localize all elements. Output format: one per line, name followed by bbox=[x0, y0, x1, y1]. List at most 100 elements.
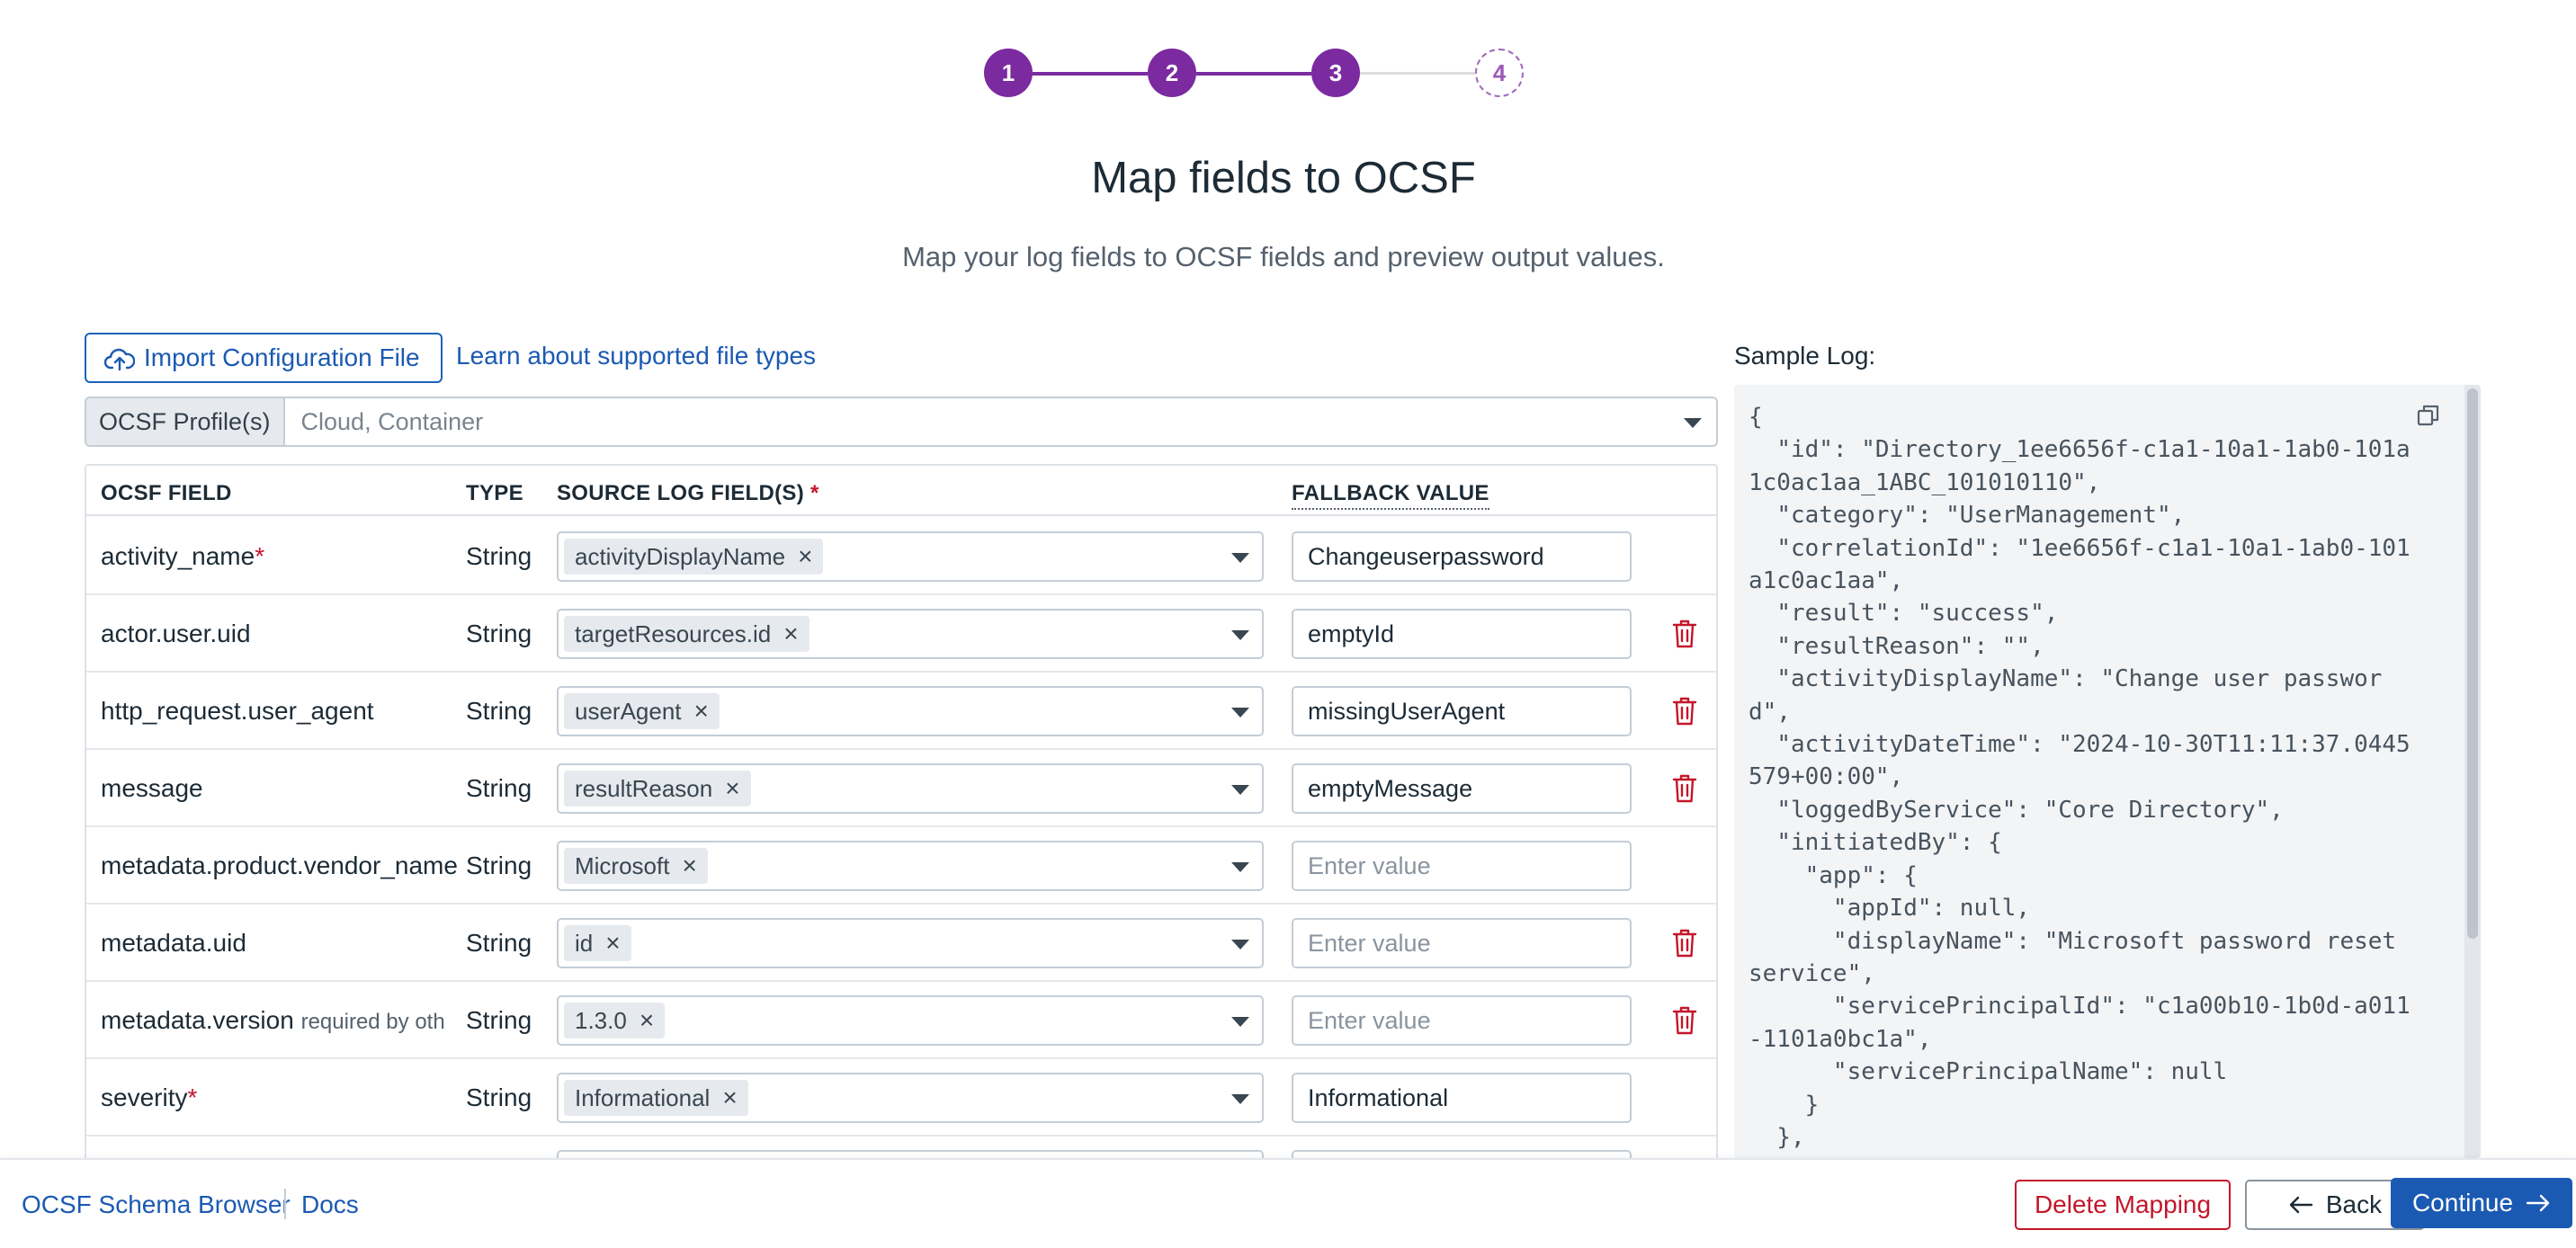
source-field-select[interactable]: Microsoft× bbox=[557, 841, 1264, 891]
ocsf-field-cell: actor.user.uid bbox=[101, 620, 459, 648]
trash-icon[interactable] bbox=[1671, 696, 1698, 727]
source-field-chip-label: resultReason bbox=[575, 774, 713, 802]
fallback-value-input[interactable]: Changeuserpassword bbox=[1292, 531, 1632, 582]
fallback-value-input[interactable]: Enter value bbox=[1292, 995, 1632, 1046]
required-marker: * bbox=[255, 542, 265, 570]
step-4-number: 4 bbox=[1492, 58, 1507, 86]
field-type: String bbox=[466, 1083, 532, 1111]
mapping-table: OCSF FIELD TYPE SOURCE LOG FIELD(S) * FA… bbox=[85, 464, 1718, 1158]
source-field-chip-label: activityDisplayName bbox=[575, 542, 786, 570]
sample-log-panel[interactable]: { "id": "Directory_1ee6656f-c1a1-10a1-1a… bbox=[1734, 385, 2481, 1158]
chevron-down-icon[interactable] bbox=[1231, 1017, 1249, 1027]
close-icon[interactable]: × bbox=[682, 851, 697, 879]
field-type: String bbox=[466, 774, 532, 802]
source-field-select[interactable]: targetResources.id × bbox=[557, 609, 1264, 659]
chevron-down-icon[interactable] bbox=[1231, 940, 1249, 949]
fallback-value-input[interactable]: emptyId bbox=[1292, 609, 1632, 659]
source-field-select[interactable]: id × bbox=[557, 918, 1264, 968]
learn-file-types-link[interactable]: Learn about supported file types bbox=[456, 342, 817, 370]
chevron-down-icon[interactable] bbox=[1231, 1094, 1249, 1104]
source-field-chip: 1.3.0 × bbox=[564, 1003, 666, 1039]
ocsf-field-name: message bbox=[101, 774, 203, 802]
close-icon[interactable]: × bbox=[798, 542, 813, 570]
source-field-chip: activityDisplayName × bbox=[564, 539, 824, 575]
step-4: 4 bbox=[1475, 49, 1524, 97]
step-1: 1 bbox=[984, 49, 1033, 97]
delete-mapping-button[interactable]: Delete Mapping bbox=[2015, 1180, 2231, 1230]
header-fallback-value[interactable]: FALLBACK VALUE bbox=[1292, 481, 1489, 510]
source-field-chip-label: targetResources.id bbox=[575, 620, 772, 647]
step-connector-3 bbox=[1360, 72, 1475, 75]
ocsf-field-name: metadata.version bbox=[101, 1006, 294, 1034]
chevron-down-icon[interactable] bbox=[1231, 630, 1249, 640]
source-field-chip: resultReason × bbox=[564, 771, 751, 807]
field-type: String bbox=[466, 620, 532, 647]
trash-icon[interactable] bbox=[1671, 619, 1698, 649]
source-field-chip-label: 1.3.0 bbox=[575, 1006, 627, 1034]
footer-bar: OCSF Schema Browser Docs Delete Mapping … bbox=[0, 1158, 2576, 1248]
chevron-down-icon[interactable] bbox=[1231, 785, 1249, 795]
required-marker: * bbox=[187, 1083, 198, 1111]
scrollbar-thumb[interactable] bbox=[2467, 388, 2478, 939]
source-field-chip-label: userAgent bbox=[575, 697, 682, 725]
sample-log-scrollbar[interactable] bbox=[2464, 385, 2481, 1158]
source-field-select[interactable]: Informational× bbox=[557, 1073, 1264, 1123]
required-marker: * bbox=[810, 481, 819, 505]
ocsf-profile-select[interactable]: OCSF Profile(s) Cloud, Container bbox=[85, 397, 1718, 447]
ocsf-field-name: activity_name bbox=[101, 542, 255, 570]
source-field-select[interactable]: userAgent × bbox=[557, 686, 1264, 736]
fallback-value-input[interactable]: Enter value bbox=[1292, 918, 1632, 968]
fallback-value-input[interactable]: Informational bbox=[1292, 1073, 1632, 1123]
field-type: String bbox=[466, 929, 532, 957]
continue-button-label: Continue bbox=[2411, 1189, 2514, 1217]
import-config-button[interactable]: Import Configuration File bbox=[85, 333, 443, 383]
fallback-value-input[interactable] bbox=[1292, 1150, 1632, 1158]
close-icon[interactable]: × bbox=[605, 929, 621, 957]
docs-link[interactable]: Docs bbox=[301, 1190, 359, 1218]
source-field-select[interactable]: 1.3.0 × bbox=[557, 995, 1264, 1046]
ocsf-field-name: metadata.uid bbox=[101, 929, 246, 957]
ocsf-schema-browser-link[interactable]: OCSF Schema Browser bbox=[22, 1190, 291, 1218]
source-field-select[interactable] bbox=[557, 1150, 1264, 1158]
chevron-down-icon[interactable] bbox=[1231, 708, 1249, 718]
fallback-value-input[interactable]: Enter value bbox=[1292, 841, 1632, 891]
continue-button[interactable]: Continue bbox=[2391, 1178, 2572, 1228]
step-connector-1 bbox=[1033, 72, 1148, 76]
header-source-label: SOURCE LOG FIELD(S) bbox=[557, 481, 805, 505]
close-icon[interactable]: × bbox=[725, 774, 740, 802]
trash-icon[interactable] bbox=[1671, 928, 1698, 958]
source-field-select[interactable]: resultReason × bbox=[557, 763, 1264, 814]
back-button-label: Back bbox=[2325, 1190, 2383, 1218]
step-3: 3 bbox=[1311, 49, 1360, 97]
ocsf-field-cell: metadata.uid bbox=[101, 929, 459, 958]
chevron-down-icon[interactable] bbox=[1231, 862, 1249, 872]
ocsf-field-cell: activity_name* bbox=[101, 542, 459, 571]
trash-icon[interactable] bbox=[1671, 1005, 1698, 1036]
table-row bbox=[86, 1137, 1716, 1158]
field-type: String bbox=[466, 542, 532, 570]
ocsf-field-name: severity bbox=[101, 1083, 188, 1111]
table-row: actor.user.uid String targetResources.id × e… bbox=[86, 595, 1716, 673]
fallback-value-input[interactable]: missingUserAgent bbox=[1292, 686, 1632, 736]
source-field-chip-label: id bbox=[575, 929, 594, 957]
sample-log-code: { "id": "Directory_1ee6656f-c1a1-10a1-1a… bbox=[1749, 404, 2411, 1151]
close-icon[interactable]: × bbox=[693, 697, 709, 725]
chevron-down-icon[interactable] bbox=[1684, 418, 1702, 428]
step-1-number: 1 bbox=[1001, 58, 1015, 86]
close-icon[interactable]: × bbox=[783, 620, 799, 647]
ocsf-field-cell: metadata.version required by oth bbox=[101, 1006, 459, 1035]
close-icon[interactable]: × bbox=[722, 1083, 738, 1111]
step-2-number: 2 bbox=[1165, 58, 1179, 86]
close-icon[interactable]: × bbox=[639, 1006, 655, 1034]
fallback-value-input[interactable]: emptyMessage bbox=[1292, 763, 1632, 814]
trash-icon[interactable] bbox=[1671, 773, 1698, 804]
chevron-down-icon[interactable] bbox=[1231, 553, 1249, 563]
table-row: message String resultReason × emptyMessage bbox=[86, 750, 1716, 827]
copy-icon[interactable] bbox=[2416, 403, 2441, 428]
source-field-select[interactable]: activityDisplayName × bbox=[557, 531, 1264, 582]
page-title: Map fields to OCSF bbox=[1091, 154, 1476, 202]
